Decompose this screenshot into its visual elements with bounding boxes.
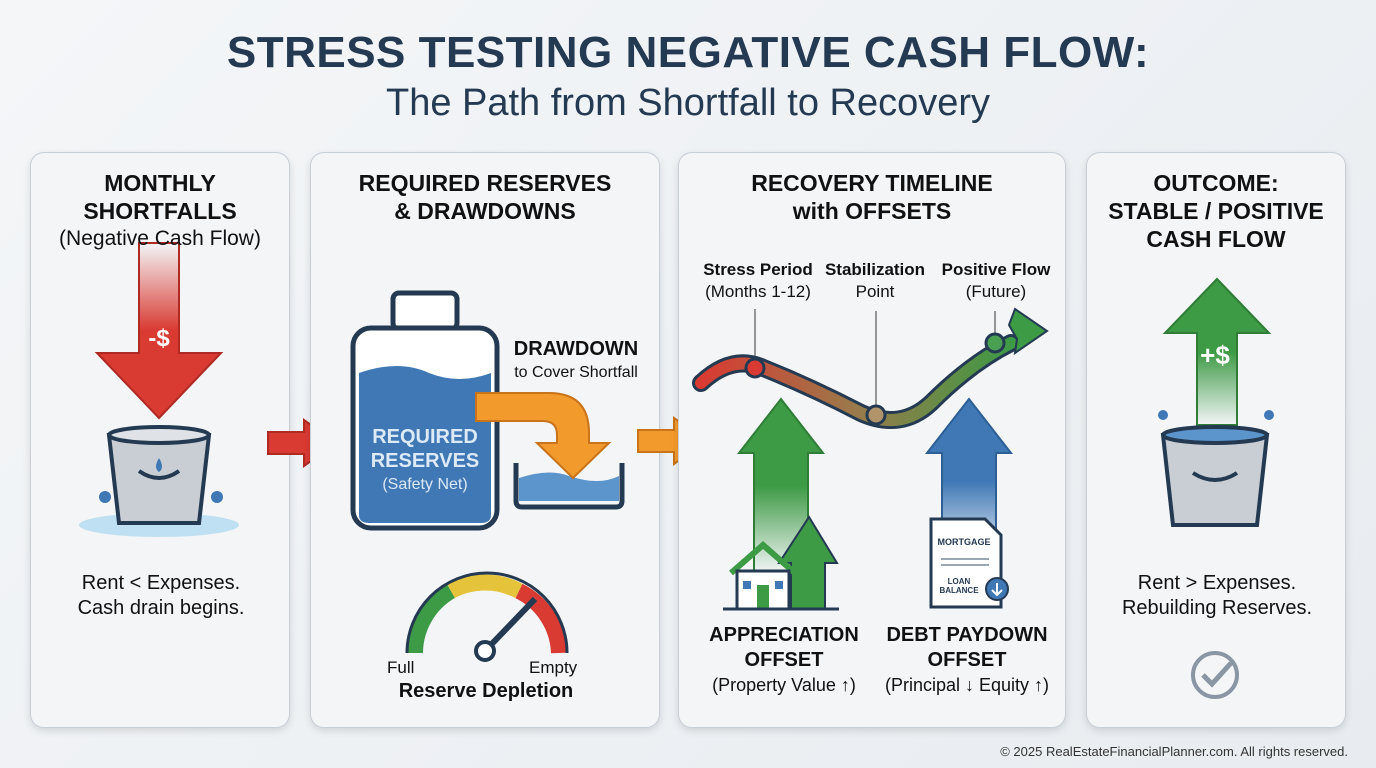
appreciation-offset-label: APPRECIATION OFFSET (Property Value ↑) bbox=[689, 623, 879, 698]
offset-sub: (Principal ↓ Equity ↑) bbox=[884, 675, 1050, 695]
tank-label-line: REQUIRED bbox=[372, 426, 478, 448]
heading-line: with OFFSETS bbox=[792, 198, 952, 224]
heading-line: OUTCOME: bbox=[1153, 170, 1279, 196]
heading-line: RECOVERY TIMELINE bbox=[751, 170, 993, 196]
milestone-positive-flow: Positive Flow (Future) bbox=[931, 259, 1061, 303]
milestone-title: Positive Flow bbox=[941, 260, 1051, 279]
offset-sub: (Property Value ↑) bbox=[712, 675, 856, 695]
minus-dollar-label: -$ bbox=[148, 325, 170, 352]
doc-line: LOAN bbox=[947, 577, 971, 586]
tank-label-line: RESERVES bbox=[370, 450, 480, 472]
gauge-full-label: Full bbox=[387, 658, 415, 677]
timeline-arrowhead-icon bbox=[1007, 307, 1049, 356]
gauge-empty-label: Empty bbox=[529, 658, 578, 677]
milestone-sub: (Future) bbox=[965, 282, 1027, 301]
drawdown-arrow-icon bbox=[475, 392, 612, 480]
gauge-title: Reserve Depletion bbox=[398, 680, 574, 702]
tank-label-sub: (Safety Net) bbox=[382, 476, 468, 493]
milestone-title: Stabilization bbox=[824, 260, 926, 279]
mortgage-document-icon bbox=[929, 517, 1009, 609]
debt-paydown-offset-label: DEBT PAYDOWN OFFSET (Principal ↓ Equity ↑) bbox=[869, 623, 1065, 698]
drawdown-title: DRAWDOWN bbox=[513, 338, 639, 360]
drawdown-sub: to Cover Shortfall bbox=[514, 364, 638, 381]
plus-dollar-label: +$ bbox=[1200, 340, 1230, 370]
offset-title: APPRECIATION bbox=[709, 624, 859, 646]
reserve-tank-illustration bbox=[350, 290, 625, 662]
heading-line: STABLE / POSITIVE bbox=[1108, 198, 1324, 224]
offset-title: OFFSET bbox=[927, 649, 1007, 671]
down-arrow-icon bbox=[94, 242, 224, 420]
doc-title: MORTGAGE bbox=[937, 537, 991, 547]
panel-heading: REQUIRED RESERVES& DRAWDOWNS bbox=[311, 169, 659, 225]
heading-line: MONTHLY bbox=[104, 170, 216, 196]
recovery-timeline-illustration bbox=[692, 307, 1049, 611]
heading-sub: (Negative Cash Flow) bbox=[59, 227, 261, 250]
bucket-shortfall-illustration bbox=[79, 242, 239, 537]
offset-title: DEBT PAYDOWN bbox=[886, 624, 1048, 646]
up-arrow-icon bbox=[1162, 277, 1272, 426]
house-icon bbox=[723, 541, 839, 611]
depletion-gauge-icon bbox=[405, 571, 569, 662]
milestone-title: Stress Period bbox=[703, 260, 813, 279]
heading-line: SHORTFALLS bbox=[83, 198, 237, 224]
checkmark-icon bbox=[1191, 651, 1239, 699]
panel-caption: Rent < Expenses. Cash drain begins. bbox=[31, 571, 291, 621]
heading-line: & DRAWDOWNS bbox=[394, 198, 576, 224]
milestone-stress-period: Stress Period (Months 1-12) bbox=[693, 259, 823, 303]
offset-title: OFFSET bbox=[744, 649, 824, 671]
milestone-sub: Point bbox=[855, 282, 895, 301]
bucket-outcome-illustration bbox=[1158, 277, 1274, 699]
caption-line: Rent > Expenses. bbox=[1137, 572, 1297, 594]
caption-line: Rent < Expenses. bbox=[81, 572, 241, 594]
doc-line: BALANCE bbox=[939, 586, 979, 595]
panel-caption: Rent > Expenses. Rebuilding Reserves. bbox=[1087, 571, 1347, 621]
main-title: STRESS TESTING NEGATIVE CASH FLOW: bbox=[226, 28, 1150, 77]
caption-line: Rebuilding Reserves. bbox=[1121, 597, 1313, 619]
main-subtitle: The Path from Shortfall to Recovery bbox=[385, 82, 991, 124]
milestone-sub: (Months 1-12) bbox=[705, 282, 811, 301]
copyright-footer: © 2025 RealEstateFinancialPlanner.com. A… bbox=[1000, 744, 1348, 759]
heading-line: CASH FLOW bbox=[1146, 226, 1286, 252]
caption-line: Cash drain begins. bbox=[77, 597, 245, 619]
heading-line: REQUIRED RESERVES bbox=[358, 170, 612, 196]
